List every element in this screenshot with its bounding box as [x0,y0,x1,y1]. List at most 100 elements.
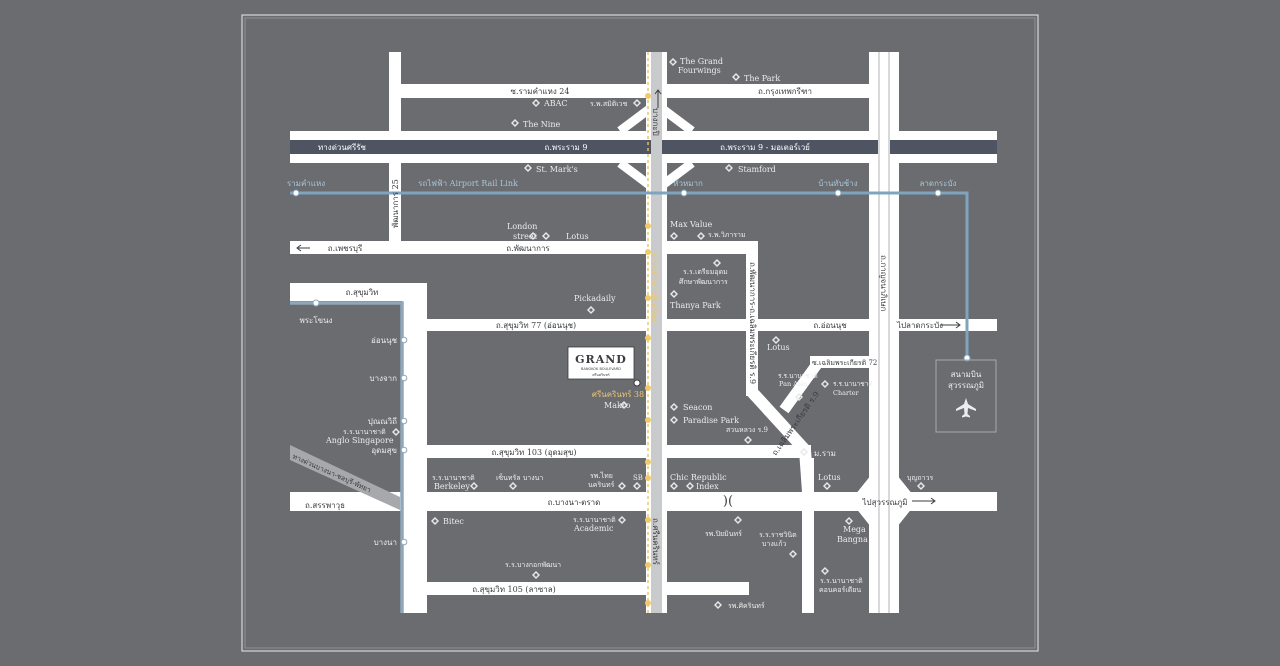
landmark-ratchawinit: ร.ร.ราชวินิต [759,531,797,539]
landmark-marker-icon [670,290,678,298]
logo-sub1: BANGKOK BOULEVARD [581,367,621,371]
landmark-index: Index [696,482,719,491]
airport-box [935,359,997,433]
bangna-expressway [290,445,400,510]
landmark-marker-icon [633,99,641,107]
landmark-seacon: Seacon [683,403,712,412]
label-to-suvarnabhumi: ไปสุวรรณภูมิ [861,498,907,508]
label-krungthepkreetha: ถ.กรุงเทพกรีฑา [758,87,812,96]
landmark-marker-icon [789,550,797,558]
road-chaloem72-diagonal [779,356,825,414]
landmark-piyamin: รพ.ปิยมินทร์ [705,530,742,538]
project-pin-icon [633,379,641,387]
airport-name-2: สุวรรณภูมิ [948,381,984,391]
landmark-marker-icon [587,306,595,314]
road-lower-right [802,458,814,613]
logo-sub2: ศรีนครินทร์ [592,372,609,377]
landmark-mor-ram: ม.ราม [814,449,836,458]
landmark-grand-fourwings-2: Fourwings [678,66,721,75]
landmark-marker-icon [620,401,628,409]
road-chaloem-phrakiat [746,241,758,396]
landmark-ratchawinit-2: บางแก้ว [762,540,787,548]
landmark-marker-icon [529,232,537,240]
label-ramkhamhaeng24: ซ.รามคำแหง 24 [511,87,570,96]
label-airport-rail-link: รถไฟฟ้า Airport Rail Link [418,179,518,188]
label-station-ramkhamhaeng: รามคำแหง [287,179,325,188]
landmark-marker-icon [431,517,439,525]
label-bangkapi: บางกะปิ [651,108,660,136]
landmark-marker-icon [509,482,517,490]
airport-rail-link [290,191,969,360]
label-mrt-yellow: รถไฟฟ้าสายสีเหลือง [650,252,659,322]
label-sukhumvit105: ถ.สุขุมวิท 105 (ลาซาล) [472,585,556,594]
landmark-thanya-park: Thanya Park [670,301,721,310]
station-udom-suk [400,446,408,454]
label-phatthanakan25: พัฒนาการ 25 [391,179,400,228]
road-sukhumvit103 [427,445,811,458]
landmark-marker-icon [821,380,829,388]
label-kanchanaphisek: ถ.กาญจนาภิเษก [879,255,888,311]
expressway-si-rat [290,140,997,154]
label-chaloem-phrakiat: ถ.พัฒนาการ-ถ.เฉลิมพระเกียรติ ร.9 [748,262,757,384]
landmark-stamford: Stamford [738,165,776,174]
label-phetchaburi: ถ.เพชรบุรี [328,244,363,253]
landmark-marker-icon [697,232,705,240]
landmark-concord-2: คอนคอร์เดียน [819,586,861,594]
landmark-lotus-bangna: Lotus [818,473,841,482]
landmark-triam-udom: ร.ร.เตรียมอุดม [683,268,728,276]
landmark-charter: ร.ร.นานาชาติ [833,380,873,388]
landmark-lotus-onnut: Lotus [767,343,790,352]
landmark-marker-icon [725,164,733,172]
project-logo: GRAND BANGKOK BOULEVARD ศรีนครินทร์ [567,346,641,387]
road-sukhumvit105 [427,582,749,595]
landmark-sikarin: รพ.ศิครินทร์ [728,602,765,610]
landmark-bangkok-phatthana: ร.ร.บางกอกพัฒนา [505,561,561,569]
map-frame [241,14,1039,652]
label-rama9: ถ.พระราม 9 [545,143,588,152]
label-onnut: ถ.อ่อนนุช [813,321,847,330]
airplane-icon [956,398,976,418]
landmark-makro: Makro [604,401,631,410]
landmark-marker-icon [532,571,540,579]
arl-stations [292,189,971,362]
landmark-marker-icon [633,482,641,490]
landmark-lotus-phatthanakan: Lotus [566,232,589,241]
landmark-marker-icon [618,516,626,524]
landmark-pickadaily: Pickadaily [574,294,616,303]
landmark-thai-nakarin-2: นครินทร์ [588,481,615,489]
label-station-hua-mak: หัวหมาก [673,179,703,188]
landmark-thai-nakarin: รพ.ไทย [590,471,613,480]
landmark-marker-icon [670,403,678,411]
landmark-bunnapat: บุญถาวร [907,474,934,482]
landmark-london-street-2: street [513,232,538,241]
landmark-pan-asia-2: Pan Asia [779,380,807,388]
landmark-st-marks: St. Mark's [536,165,578,174]
landmark-marker-icon [795,393,803,401]
label-expressway-si-rat: ทางด่วนศรีรัช [318,143,367,152]
landmark-charter-2: Charter [833,389,860,397]
station-ban-thap-chang [834,189,842,197]
station-ramkhamhaeng [292,189,300,197]
label-sukhumvit103: ถ.สุขุมวิท 103 (อุดมสุข) [492,448,577,457]
junction-icon: )( [723,494,733,509]
label-chaloem72: ซ.เฉลิมพระเกียรติ 72 [812,359,877,367]
landmark-marker-icon [845,517,853,525]
label-sukhumvit77: ถ.สุขุมวิท 77 (อ่อนนุช) [496,321,576,330]
landmark-marker-icon [670,416,678,424]
road-sanphawut [290,497,400,511]
landmark-marker-icon [800,448,808,456]
landmark-labels: The Grand Fourwings The Park ABAC ร.พ.สม… [325,57,934,610]
road-sukhumvit-top [290,283,427,301]
road-krungthepkreetha [666,84,869,98]
map-frame-inner [244,17,1036,649]
landmark-sb: SB [633,474,643,482]
landmark-grand-fourwings: The Grand [680,57,723,66]
landmark-marker-icon [732,73,740,81]
landmark-marker-icon [823,482,831,490]
road-bangna-trat [290,492,997,511]
landmark-the-nine: The Nine [523,120,560,129]
label-bangna-trat: ถ.บางนา-ตราด [548,498,601,507]
label-station-ban-thap-chang: บ้านทับช้าง [818,179,857,188]
station-punnawithi [400,417,408,425]
station-hua-mak [680,189,688,197]
